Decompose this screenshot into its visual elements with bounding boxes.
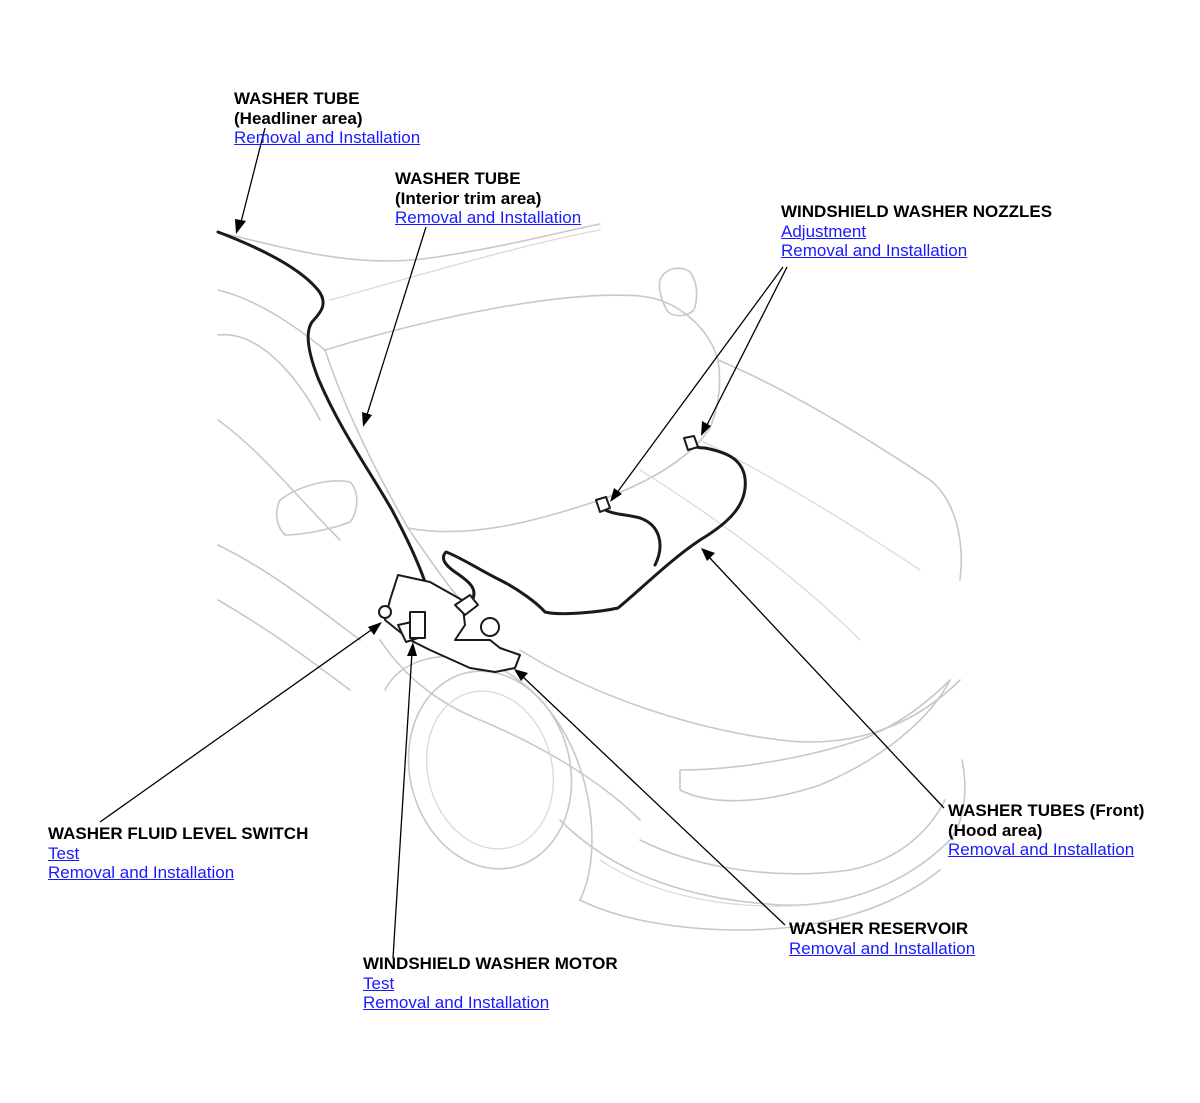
a-pillar-right (709, 359, 721, 429)
callout-title: WASHER RESERVOIR (789, 919, 969, 938)
callout-title: WASHER TUBES (Front) (948, 801, 1145, 820)
adjustment-link[interactable]: Adjustment (781, 221, 867, 241)
arrowhead-icon (362, 412, 372, 427)
level-switch-sensor (378, 605, 392, 619)
front-bumper (559, 759, 966, 906)
callout-subtitle: (Headliner area) (234, 108, 363, 128)
callout-title: WASHER TUBE (395, 169, 521, 188)
reservoir-cap (480, 617, 500, 637)
removal-installation-link[interactable]: Removal and Installation (948, 840, 1135, 859)
callout-washer-nozzles: WINDSHIELD WASHER NOZZLES Adjustment Rem… (781, 202, 1052, 261)
callout-title: WINDSHIELD WASHER MOTOR (363, 954, 618, 973)
left-nozzle (595, 496, 611, 513)
washer-tubes (216, 230, 747, 616)
leader-level-switch (99, 627, 375, 823)
callout-title: WASHER TUBE (234, 89, 360, 108)
right-mirror (658, 267, 698, 317)
arrowhead-icon (368, 622, 382, 635)
left-nozzle-tube (600, 506, 662, 567)
arrowhead-icon (610, 488, 622, 502)
leader-hood-tubes (707, 555, 945, 809)
callout-washer-tubes-front: WASHER TUBES (Front) (Hood area) Removal… (948, 801, 1144, 860)
wheel-arch (384, 655, 593, 901)
callout-title: WASHER FLUID LEVEL SWITCH (48, 824, 309, 843)
callout-subtitle: (Interior trim area) (395, 188, 542, 208)
leader-nozzle-right (705, 266, 788, 428)
nozzles (595, 435, 699, 513)
hood-tube (438, 442, 747, 616)
front-wheel (407, 670, 573, 870)
callout-level-switch: WASHER FLUID LEVEL SWITCH Test Removal a… (48, 824, 308, 883)
reservoir-assembly (378, 574, 521, 673)
door-line-2 (217, 544, 361, 641)
callout-subtitle: (Hood area) (948, 820, 1043, 840)
arrowhead-icon (701, 548, 715, 561)
arrowhead-icon (514, 669, 528, 681)
arrowhead-icon (235, 219, 246, 234)
car-body (217, 223, 966, 931)
removal-installation-link[interactable]: Removal and Installation (363, 993, 550, 1012)
leader-motor (392, 651, 413, 959)
reservoir-neck (454, 594, 479, 616)
motor-body (409, 611, 426, 639)
callout-washer-tube-interior: WASHER TUBE (Interior trim area) Removal… (395, 169, 581, 228)
hood-front-edge (519, 649, 961, 743)
hood-right-edge (717, 359, 963, 581)
door-line-1 (217, 419, 341, 541)
side-window (217, 333, 321, 421)
a-pillar (324, 349, 409, 529)
front-wheel-inner (425, 690, 555, 850)
callout-washer-reservoir: WASHER RESERVOIR Removal and Installatio… (789, 919, 975, 958)
rear-window-line (329, 229, 601, 301)
callout-title: WINDSHIELD WASHER NOZZLES (781, 202, 1053, 221)
front-lower-edge (579, 869, 941, 931)
removal-installation-link[interactable]: Removal and Installation (48, 863, 235, 882)
callout-washer-motor: WINDSHIELD WASHER MOTOR Test Removal and… (363, 954, 618, 1013)
leader-headliner (239, 127, 266, 227)
test-link[interactable]: Test (48, 843, 80, 863)
removal-installation-link[interactable]: Removal and Installation (234, 128, 421, 147)
leader-nozzle-left (615, 266, 784, 495)
hood-crease-1 (639, 469, 861, 641)
removal-installation-link[interactable]: Removal and Installation (789, 938, 976, 958)
windshield-top (324, 294, 719, 361)
headlight (679, 679, 951, 802)
removal-installation-link[interactable]: Removal and Installation (395, 208, 582, 227)
washer-reservoir (384, 574, 521, 673)
roof-rear-line (217, 289, 326, 351)
removal-installation-link[interactable]: Removal and Installation (781, 241, 968, 260)
windshield-base (407, 427, 711, 533)
lower-grille (639, 799, 946, 875)
rocker-line (217, 599, 351, 691)
callout-washer-tube-headliner: WASHER TUBE (Headliner area) Removal and… (234, 89, 420, 148)
leader-reservoir (521, 675, 786, 926)
arrowhead-icon (407, 642, 417, 656)
bumper-crease (599, 859, 811, 907)
side-mirror (275, 480, 358, 536)
arrowhead-icon (701, 421, 711, 436)
leader-interior (365, 226, 427, 419)
leader-lines (99, 127, 945, 959)
test-link[interactable]: Test (363, 973, 395, 993)
headliner-tube (216, 230, 442, 614)
right-nozzle (683, 435, 699, 451)
roof-line (217, 223, 601, 262)
